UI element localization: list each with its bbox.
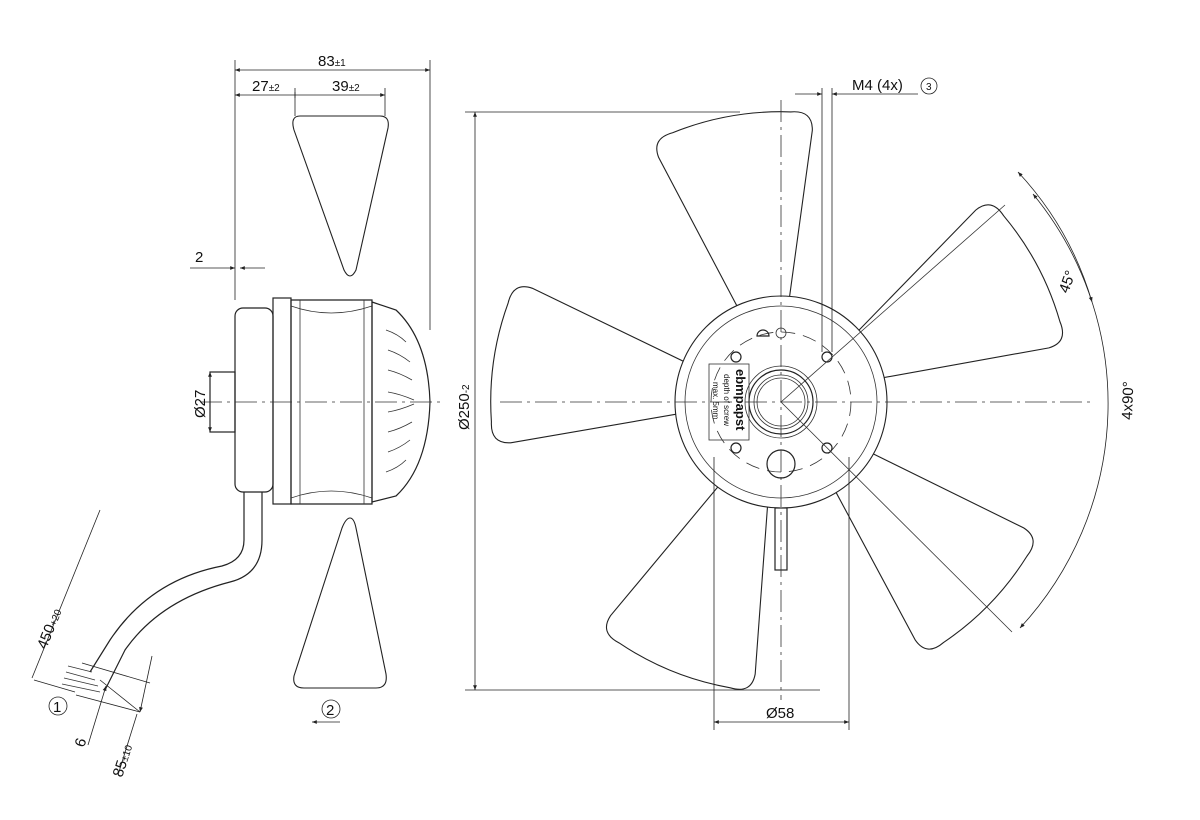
wire-ends	[61, 665, 101, 693]
side-blade-bottom	[293, 517, 387, 689]
side-blade-top	[292, 115, 389, 277]
marker-2: 2	[326, 702, 334, 719]
dim-outer-diameter: Ø250-2	[456, 384, 473, 430]
screw-spec: M4 (4x)	[852, 77, 903, 94]
marker-1: 1	[53, 699, 61, 716]
dim-wire-length: 85±10	[110, 742, 137, 779]
cable	[89, 492, 245, 673]
dim-bolt-circle: Ø58	[766, 705, 794, 722]
motor-flange	[234, 307, 274, 493]
dim-hub-offset: 27±2	[252, 78, 280, 95]
dim-shaft-diameter: Ø27	[192, 390, 209, 418]
fan-blade	[605, 484, 769, 690]
marker-2-circle	[321, 699, 341, 719]
dim-strip-length: 6	[72, 736, 91, 749]
marker-1-circle	[48, 696, 68, 716]
screw-hole	[730, 351, 742, 363]
front-view: ebmpapst depth of screw max. 5mm Ø250-2 …	[456, 77, 1137, 730]
label-brand: ebmpapst	[733, 369, 748, 431]
ground-symbol-icon	[756, 329, 770, 337]
fan-blade	[490, 286, 687, 444]
rotor-body	[290, 299, 373, 505]
label-line2: max. 5mm	[711, 382, 720, 420]
fan-blade	[656, 111, 813, 309]
motor-ring	[272, 297, 292, 505]
dim-cable-length: 450+20	[34, 606, 66, 652]
dim-blade-width: 39±2	[332, 78, 360, 95]
angle-45: 45°	[1056, 268, 1080, 295]
label-line1: depth of screw	[722, 374, 731, 426]
screw-hole	[821, 442, 833, 454]
marker-3: 3	[926, 82, 932, 93]
dim-overall-length: 83±1	[318, 53, 346, 70]
dim-flange-gap: 2	[195, 249, 203, 266]
marker-3-circle	[920, 77, 938, 95]
screw-hole	[730, 442, 742, 454]
angle-4x90: 4x90°	[1119, 381, 1137, 420]
side-view: 83±1 27±2 39±2 2 Ø27 450+20 6 85±10 1 2	[31, 53, 440, 779]
